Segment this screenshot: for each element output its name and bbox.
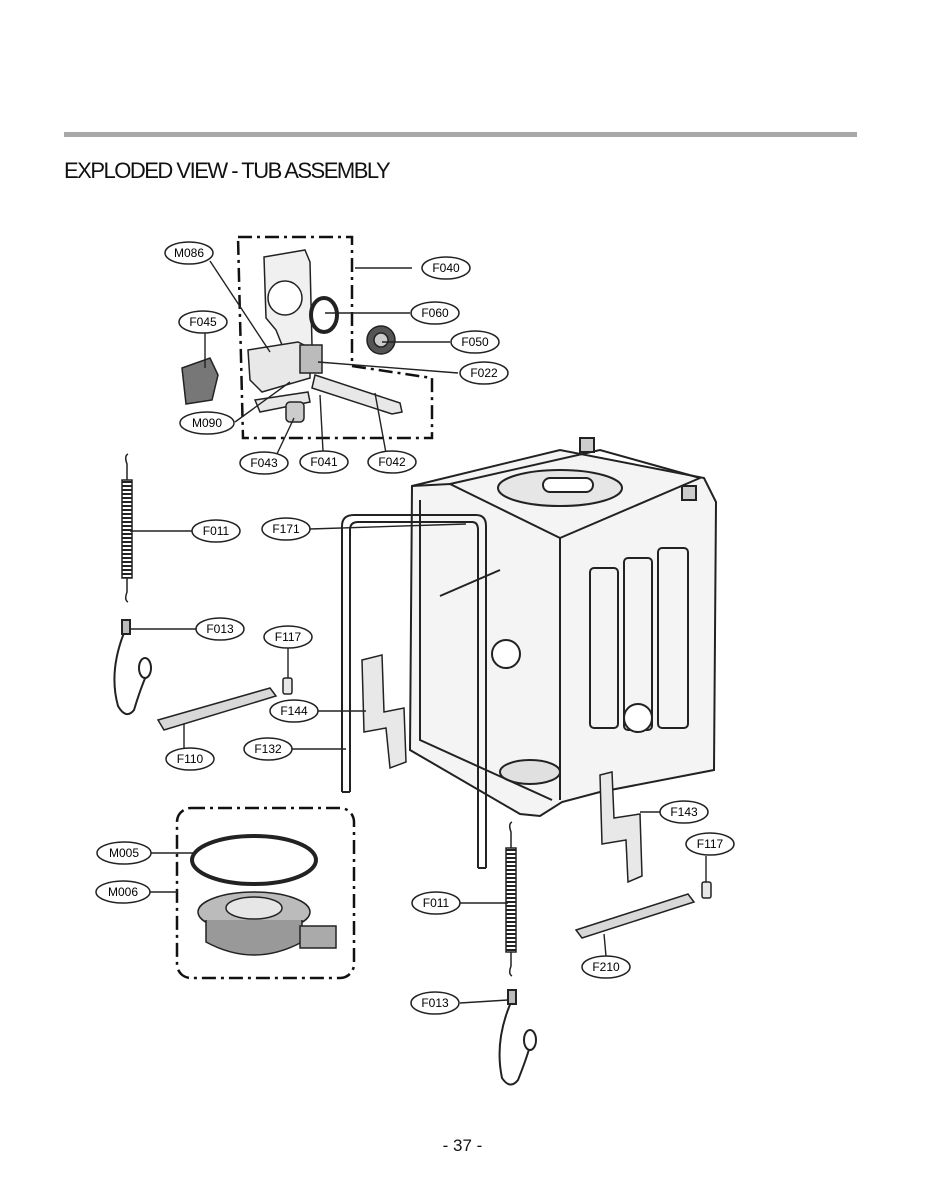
callout-f060-label: F060 [421, 306, 449, 320]
callout-f022-label: F022 [470, 366, 498, 380]
callout-m086-label: M086 [174, 246, 204, 260]
callout-f011-lower-label: F011 [423, 896, 450, 910]
motor-group-box [175, 806, 356, 980]
callout-m086: M086 [164, 241, 214, 265]
callout-f011-upper: F011 [191, 519, 241, 543]
hinge-brackets [282, 654, 712, 899]
callout-m090-label: M090 [192, 416, 222, 430]
callout-f042-label: F042 [378, 455, 406, 469]
callout-m005-label: M005 [109, 846, 139, 860]
callout-f045: F045 [178, 310, 228, 334]
callout-f144: F144 [269, 699, 319, 723]
callout-f050: F050 [450, 330, 500, 354]
leader-lines [130, 260, 707, 1004]
callout-f045-label: F045 [189, 315, 217, 329]
callout-f117-left-label: F117 [275, 630, 302, 644]
callout-m005: M005 [96, 841, 152, 865]
springs [121, 453, 517, 977]
callout-m006-label: M006 [108, 885, 138, 899]
callout-f043: F043 [239, 451, 289, 475]
callout-f043-label: F043 [250, 456, 278, 470]
callout-f117-right: F117 [685, 832, 735, 856]
callout-f050-label: F050 [461, 335, 489, 349]
callout-f132-label: F132 [254, 742, 282, 756]
callout-f013-upper: F013 [195, 617, 245, 641]
callout-f040-label: F040 [432, 261, 460, 275]
page-title: EXPLODED VIEW - TUB ASSEMBLY [64, 158, 391, 183]
callout-f110-label: F110 [177, 752, 204, 766]
callout-f143: F143 [659, 800, 709, 824]
dispenser-parts [181, 249, 403, 423]
callout-f011-lower: F011 [411, 891, 461, 915]
page-number: - 37 - [442, 1136, 483, 1155]
callout-f110: F110 [165, 747, 215, 771]
dispenser-group-box [236, 235, 434, 440]
callout-f210: F210 [581, 955, 631, 979]
callout-f011-upper-label: F011 [203, 524, 230, 538]
callout-f117-right-label: F117 [697, 837, 724, 851]
callout-f060: F060 [410, 301, 460, 325]
callout-f013-upper-label: F013 [206, 622, 234, 636]
callout-f171-label: F171 [272, 522, 300, 536]
callout-f143-label: F143 [670, 805, 698, 819]
callout-f022: F022 [459, 361, 509, 385]
callout-f042: F042 [367, 450, 417, 474]
callout-f041: F041 [299, 450, 349, 474]
callout-f132: F132 [243, 737, 293, 761]
callout-f013-lower: F013 [410, 991, 460, 1015]
callout-f144-label: F144 [280, 704, 308, 718]
cables [113, 619, 537, 1086]
callout-f171: F171 [261, 517, 311, 541]
callout-f041-label: F041 [310, 455, 338, 469]
tub-body [408, 437, 718, 818]
callout-f040: F040 [421, 256, 471, 280]
callout-f013-lower-label: F013 [421, 996, 449, 1010]
callout-m090: M090 [179, 411, 235, 435]
motor-assembly [190, 834, 337, 956]
header-rule [64, 132, 857, 137]
rails [156, 687, 696, 939]
callout-f210-label: F210 [592, 960, 620, 974]
callout-f117-left: F117 [263, 625, 313, 649]
door-gasket [341, 514, 487, 869]
callout-m006: M006 [95, 880, 151, 904]
